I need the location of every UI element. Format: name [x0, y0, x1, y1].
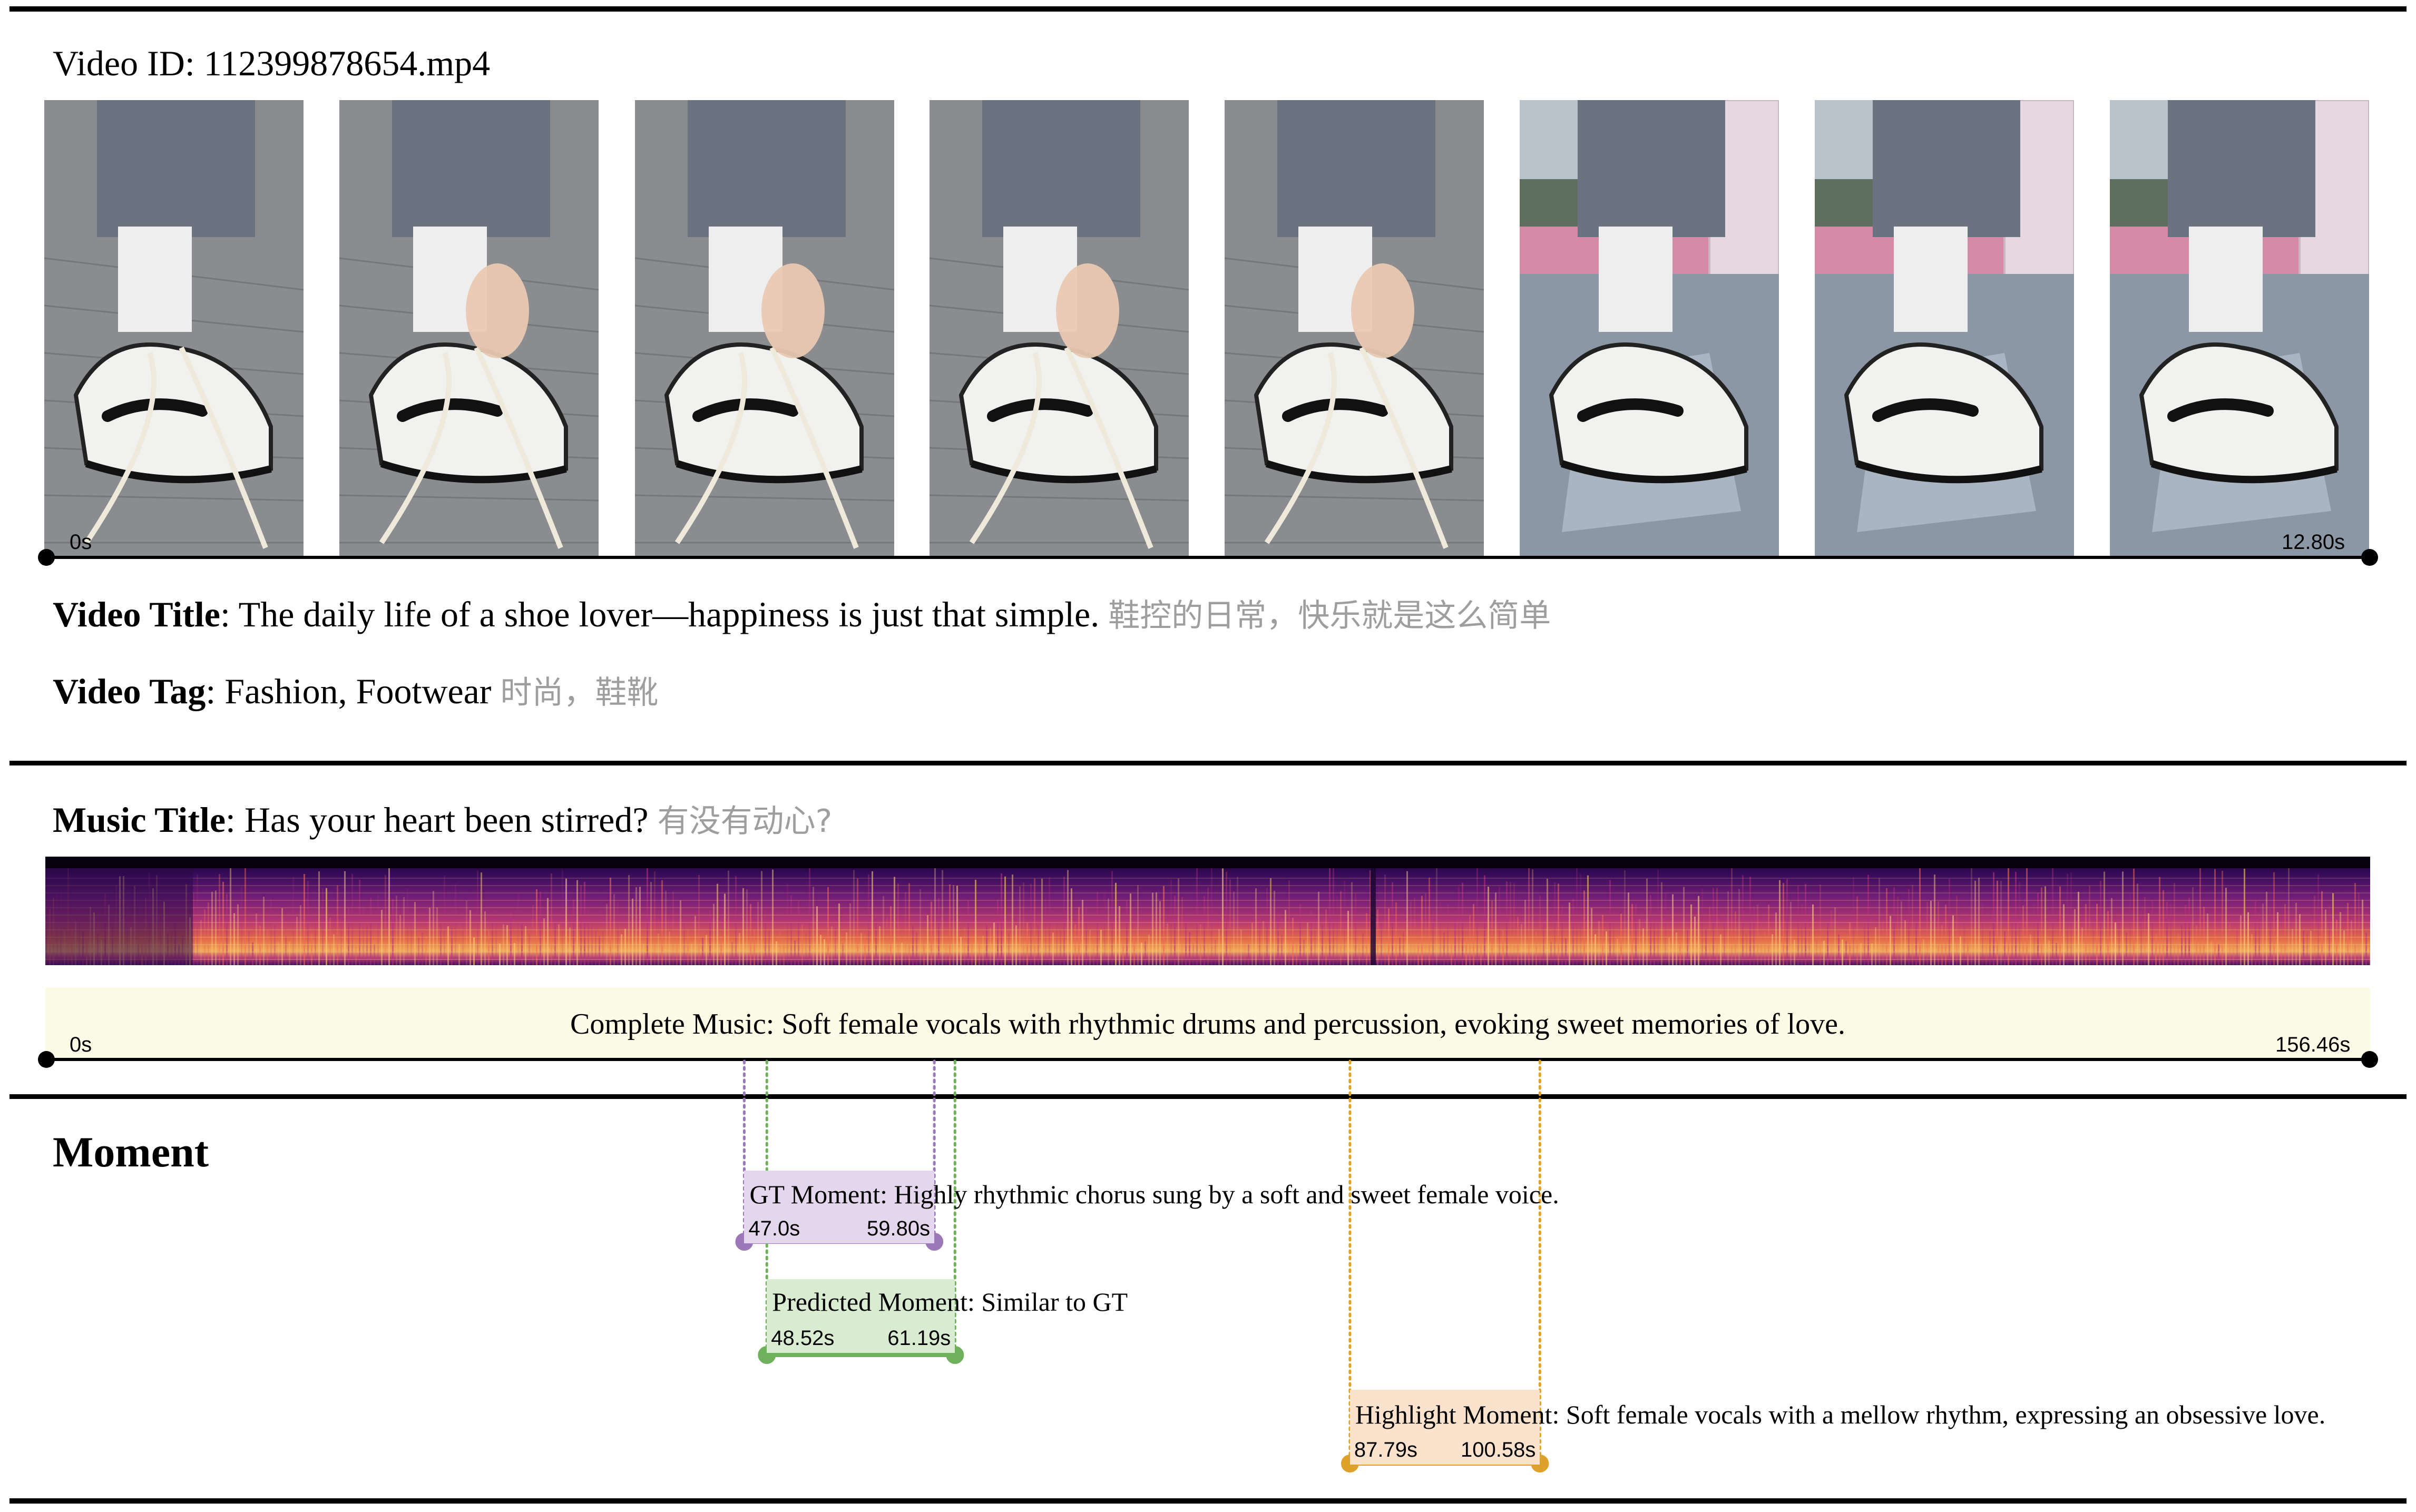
highlight-moment-end-time: 100.58s [1460, 1438, 1536, 1461]
highlight-moment-label: Highlight Moment: Soft female vocals wit… [1355, 1400, 2326, 1429]
highlight-moment-box [1349, 1390, 1540, 1465]
video-end-time: 12.80s [2282, 531, 2345, 554]
video-id: Video ID: 112399878654.mp4 [53, 43, 491, 83]
video-frame-4 [930, 100, 1189, 556]
video-title-cn: 鞋控的日常，快乐就是这么简单 [1108, 597, 1551, 634]
moment-heading: Moment [53, 1128, 209, 1176]
video-frame-image [1225, 100, 1484, 556]
music-spectrogram [45, 857, 2370, 965]
gt-moment-end-time: 59.80s [867, 1217, 931, 1240]
video-frame-image [339, 100, 599, 556]
music-title-key: Music Title [53, 800, 226, 840]
video-frame-1 [44, 100, 304, 556]
video-title-value: : The daily life of a shoe lover—happine… [220, 594, 1100, 634]
music-title-value: : Has your heart been stirred? [226, 800, 649, 840]
highlight-moment-start-time: 87.79s [1354, 1438, 1417, 1461]
gt-moment-start-time: 47.0s [748, 1217, 800, 1240]
video-tag-value: : Fashion, Footwear [206, 671, 492, 711]
video-frame-7 [1815, 100, 2074, 556]
video-frame-image [1520, 100, 1779, 556]
video-tag-line: Video Tag: Fashion, Footwear 时尚，鞋靴 [53, 673, 658, 709]
video-title-line: Video Title: The daily life of a shoe lo… [53, 596, 1551, 632]
video-frame-3 [635, 100, 894, 556]
complete-music-description: Complete Music: Soft female vocals with … [570, 1008, 1845, 1040]
video-start-time: 0s [70, 531, 92, 554]
video-tag-key: Video Tag [53, 671, 206, 711]
video-frame-image [44, 100, 304, 556]
video-tag-cn: 时尚，鞋靴 [500, 674, 659, 711]
music-title-cn: 有没有动心? [657, 803, 833, 840]
video-frame-image [635, 100, 894, 556]
music-start-time: 0s [70, 1033, 92, 1056]
video-frame-image [1815, 100, 2074, 556]
video-frame-8 [2110, 100, 2369, 556]
top-rule [9, 6, 2407, 12]
video-frame-image [2110, 100, 2369, 556]
music-end-time: 156.46s [2275, 1033, 2351, 1056]
gt-moment-label: GT Moment: Highly rhythmic chorus sung b… [749, 1180, 1559, 1209]
video-music-divider [9, 761, 2407, 765]
predicted-moment-end-time: 61.19s [887, 1327, 951, 1350]
music-moment-divider [9, 1094, 2407, 1099]
predicted-moment-box [767, 1279, 955, 1353]
music-title-line: Music Title: Has your heart been stirred… [53, 802, 832, 838]
video-frame-6 [1520, 100, 1779, 556]
video-frame-2 [339, 100, 599, 556]
video-title-key: Video Title [53, 594, 220, 634]
complete-music-band: Complete Music: Soft female vocals with … [45, 987, 2370, 1059]
gt-moment-box [744, 1171, 935, 1243]
predicted-moment-label: Predicted Moment: Similar to GT [772, 1287, 1128, 1317]
bottom-rule [9, 1498, 2407, 1504]
video-frame-5 [1225, 100, 1484, 556]
predicted-moment-start-time: 48.52s [771, 1327, 835, 1350]
video-frame-image [930, 100, 1189, 556]
